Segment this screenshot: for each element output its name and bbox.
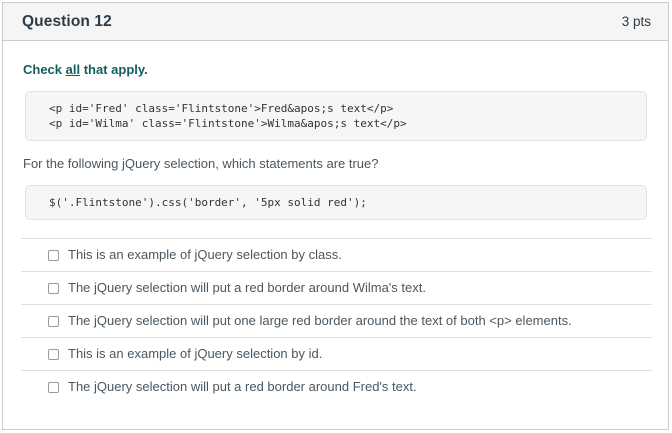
option-label: The jQuery selection will put a red bord… <box>68 280 426 295</box>
code-block-html: <p id='Fred' class='Flintstone'>Fred&apo… <box>25 91 647 141</box>
page-title: Question 12 <box>22 12 112 30</box>
code-block-jquery: $('.Flintstone').css('border', '5px soli… <box>25 185 647 220</box>
checkbox-icon[interactable] <box>48 282 59 294</box>
question-body: Check all that apply. <p id='Fred' class… <box>3 62 668 403</box>
options-list: This is an example of jQuery selection b… <box>3 238 668 403</box>
option-row[interactable]: The jQuery selection will put a red bord… <box>21 370 652 403</box>
checkbox-icon[interactable] <box>48 348 59 360</box>
question-header: Question 12 3 pts <box>3 3 668 41</box>
instruction-emphasis: all <box>65 62 81 77</box>
check-all-instruction: Check all that apply. <box>23 62 668 77</box>
option-label: The jQuery selection will put a red bord… <box>68 379 417 394</box>
option-label: The jQuery selection will put one large … <box>68 313 572 328</box>
instruction-prefix: Check <box>23 62 66 77</box>
option-row[interactable]: This is an example of jQuery selection b… <box>21 238 652 271</box>
option-row[interactable]: The jQuery selection will put a red bord… <box>21 271 652 304</box>
instruction-suffix: that apply. <box>80 62 148 77</box>
option-row[interactable]: The jQuery selection will put one large … <box>21 304 652 337</box>
option-label: This is an example of jQuery selection b… <box>68 346 323 361</box>
checkbox-icon[interactable] <box>48 249 59 261</box>
option-label: This is an example of jQuery selection b… <box>68 247 342 262</box>
checkbox-icon[interactable] <box>48 315 59 327</box>
option-row[interactable]: This is an example of jQuery selection b… <box>21 337 652 370</box>
question-points: 3 pts <box>621 14 651 29</box>
checkbox-icon[interactable] <box>48 381 59 393</box>
question-prompt: For the following jQuery selection, whic… <box>23 156 379 171</box>
